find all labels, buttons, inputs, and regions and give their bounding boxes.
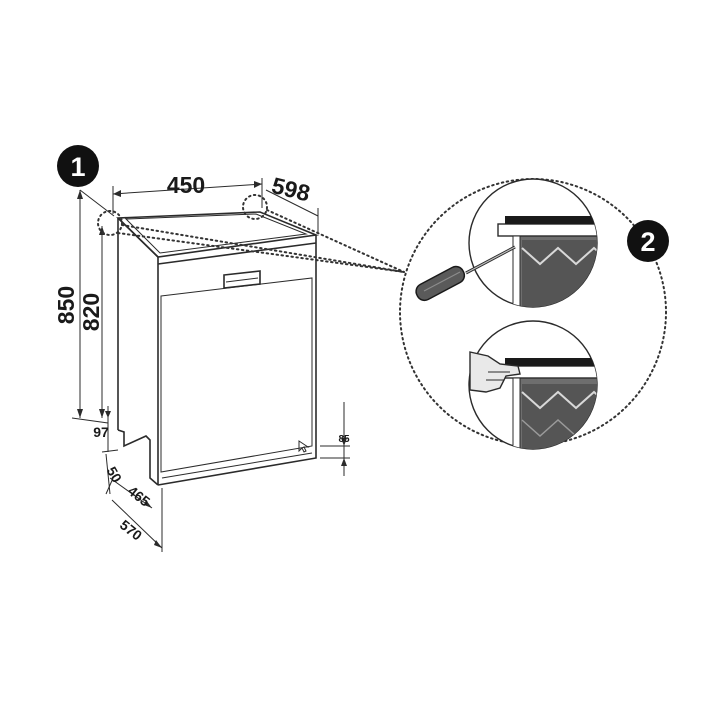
step-2-badge: 2 [627,220,669,262]
dim-depth-label: 598 [269,172,313,207]
screwdriver-icon [415,245,516,302]
dim-toe-depth-label: 50 [104,464,126,486]
cursor-arrow-icon [298,440,310,453]
dim-plinth-height-label: 85 [338,434,350,445]
hand-icon [469,351,521,393]
step-2-number: 2 [640,227,655,257]
step-1-badge: 1 [57,145,99,187]
detail-view-hand [468,320,598,450]
dim-height-min-label: 820 [78,293,104,331]
dim-height-max-label: 850 [53,286,79,324]
step-1-number: 1 [70,152,85,182]
dim-total-depth-label: 570 [117,517,145,544]
dishwasher-outline [116,211,320,486]
detail-view-screwdriver [468,178,598,308]
dim-foot-height-label: 97 [93,424,109,440]
callout-markers [97,194,405,273]
dimension-lines [71,178,350,552]
dim-width-label: 450 [167,172,205,198]
